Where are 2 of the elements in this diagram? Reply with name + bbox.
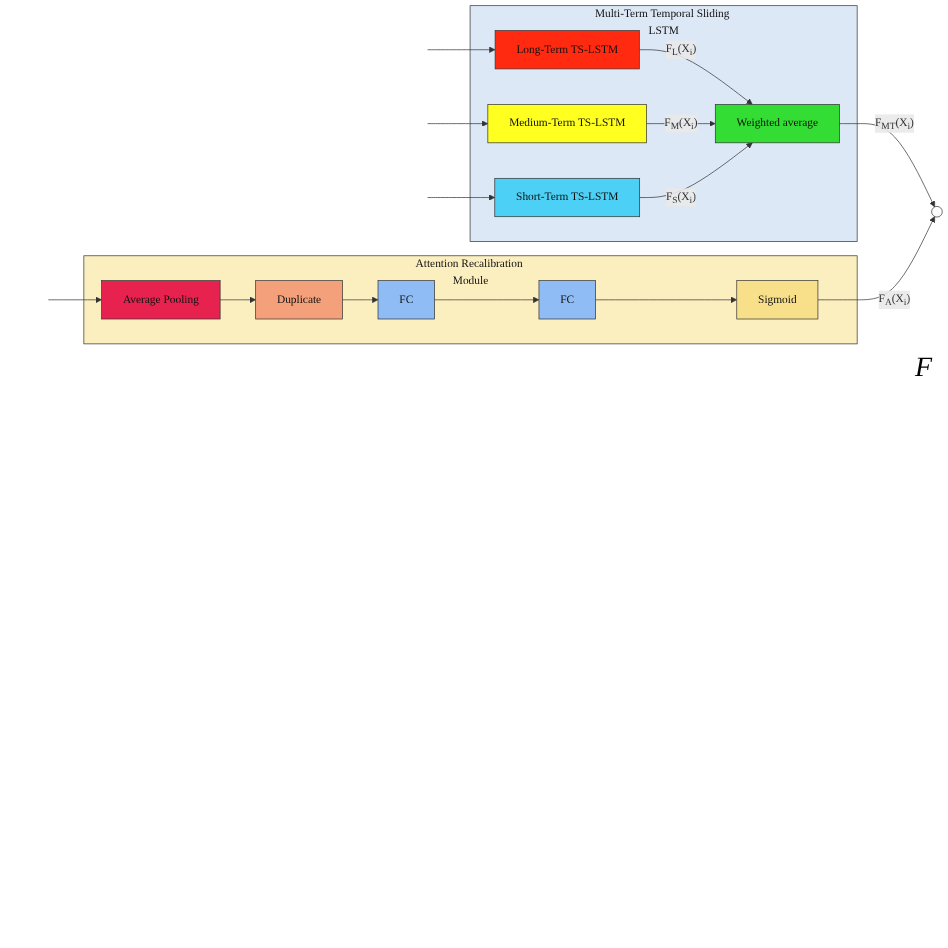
symbol-label: F [914,353,932,384]
node-circle [931,206,943,218]
